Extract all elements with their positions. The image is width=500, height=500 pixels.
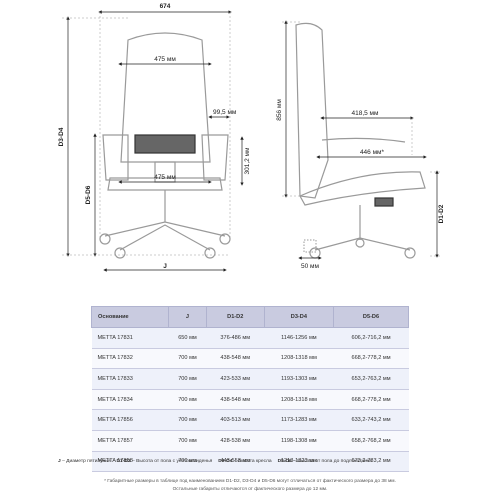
table-cell: 700 мм (168, 450, 207, 473)
armrest-gap-label: 99,5 мм (213, 109, 237, 116)
legend-item: D3-D4 – Высота кресла (218, 459, 272, 464)
table-cell: 700 мм (168, 368, 207, 390)
table-cell: 403-513 мм (206, 409, 265, 431)
table-cell: METTA 17834 (91, 388, 169, 411)
table-cell: 438-548 мм (206, 388, 265, 411)
table-cell: 650 мм (168, 327, 207, 349)
header-base: Основание (90, 306, 170, 328)
header-d3-d4: D3-D4 (263, 306, 335, 328)
legend-item: D5-D6 – Высота от пола до подлокотника (277, 459, 372, 464)
table-cell: 700 мм (168, 388, 207, 411)
footnote-line-1: * Габаритные размеры в таблице под наиме… (104, 479, 396, 484)
table-cell: 1198-1308 мм (264, 429, 334, 452)
caster-label: 50 мм (301, 263, 320, 270)
legend-item: D1-D2 – Высота от пола с учетом сиденья (116, 459, 213, 464)
chair-dimension-drawing: 674 475 мм 475 мм 99,5 мм 301,2 мм D3-D4… (58, 3, 445, 272)
footnote-line-2: Остальные габариты отличаются от фактиче… (172, 487, 328, 492)
side-height-label: 856 мм (276, 99, 283, 121)
top-width-label: 674 (160, 3, 171, 10)
table-cell: 376-486 мм (206, 327, 265, 349)
table-cell: 423-533 мм (206, 368, 265, 390)
table-cell: METTA 17856 (91, 409, 169, 431)
front-view-chair (99, 32, 231, 259)
seat-width-label: 475 мм (154, 174, 176, 181)
table-cell: 428-538 мм (206, 429, 265, 452)
table-cell: 1213-1323 мм (264, 450, 334, 473)
side-dimension-lines (284, 20, 439, 260)
table-cell: 1208-1318 мм (264, 388, 334, 411)
front-extension-lines (62, 12, 231, 256)
seat-height-label: D5-D6 (85, 185, 92, 204)
specification-table: Основание J D1-D2 D3-D4 D5-D6 METTA 1783… (90, 306, 409, 473)
table-cell: 700 мм (168, 347, 207, 370)
seat-depth-label: 446 мм* (360, 149, 385, 156)
floor-to-seat-label: D1-D2 (438, 204, 445, 223)
table-cell: 1208-1318 мм (264, 347, 334, 370)
table-cell: 1146-1256 мм (264, 327, 334, 349)
table-cell: 443-553 мм (206, 450, 265, 473)
table-cell: 673,2-783,2 мм (333, 450, 409, 473)
legend: J – Диаметр пятилучья D1-D2 – Высота от … (58, 459, 458, 464)
caster-detail-box (303, 239, 317, 253)
total-height-label: D3-D4 (58, 127, 65, 146)
backrest-width-label: 475 мм (154, 56, 176, 63)
table-cell: 700 мм (168, 429, 207, 452)
table-cell: 1193-1303 мм (264, 368, 334, 390)
table-cell: METTA 17857 (91, 429, 169, 452)
header-d1-d2: D1-D2 (205, 306, 265, 328)
side-extension-lines (282, 21, 440, 257)
table-cell: 606,2-716,2 мм (333, 327, 409, 349)
side-view-chair (295, 22, 426, 259)
table-cell: METTA 17832 (91, 347, 169, 370)
front-dimension-lines (66, 10, 244, 272)
table-cell: 1173-1283 мм (264, 409, 334, 431)
table-cell: 438-548 мм (206, 347, 265, 370)
table-cell: 668,2-778,2 мм (333, 388, 409, 411)
table-cell: 653,2-763,2 мм (333, 368, 409, 390)
side-depth-label: 418,5 мм (351, 110, 379, 117)
table-cell: METTA 17833 (91, 368, 169, 390)
table-cell: 658,2-768,2 мм (333, 429, 409, 452)
base-diameter-label: J (163, 263, 167, 270)
table-cell: 668,2-778,2 мм (333, 347, 409, 370)
table-cell: METTA 17831 (91, 327, 169, 349)
table-header-row: Основание J D1-D2 D3-D4 D5-D6 (90, 306, 409, 328)
table-cell: 700 мм (168, 409, 207, 431)
armrest-height-label: 301,2 мм (244, 147, 251, 175)
header-j: J (168, 306, 207, 328)
table-cell: 633,2-743,2 мм (333, 409, 409, 431)
header-d5-d6: D5-D6 (333, 306, 409, 328)
table-cell: METTA 17858 (91, 450, 169, 473)
legend-item: J – Диаметр пятилучья (58, 459, 111, 464)
